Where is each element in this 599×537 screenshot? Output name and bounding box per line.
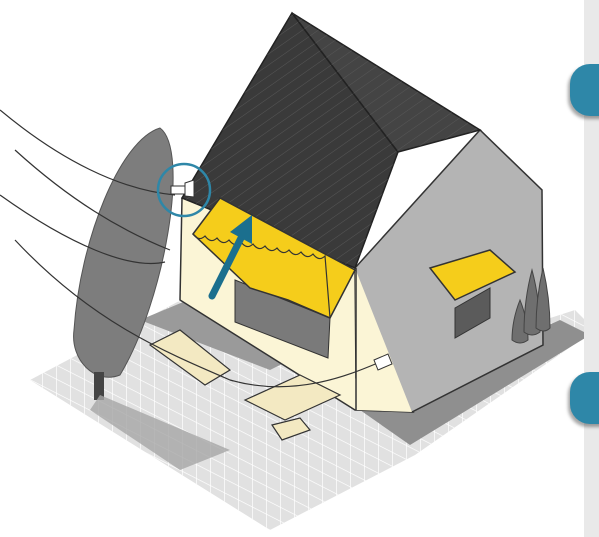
callout-marker-bottom[interactable] [570,372,599,424]
callout-marker-top[interactable] [570,64,599,116]
